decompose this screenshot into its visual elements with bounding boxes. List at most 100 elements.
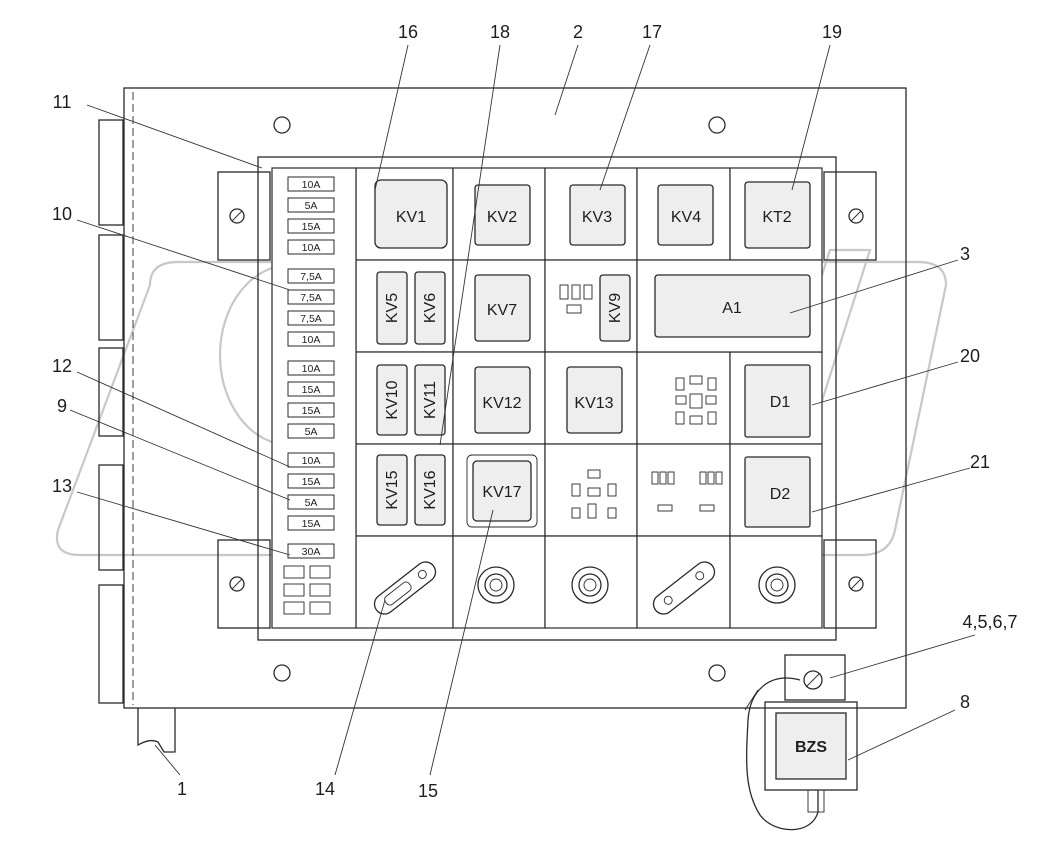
relay-kv17-label: KV17 — [482, 484, 521, 501]
diode-d1-label: D1 — [770, 394, 791, 411]
relay-kv10-label: KV10 — [384, 380, 401, 419]
fuse — [287, 543, 335, 559]
relay-kv4 — [657, 184, 714, 246]
callout-20: 20 — [960, 346, 980, 366]
fuse — [287, 310, 335, 326]
fuse-rating: 15A — [302, 405, 321, 417]
grid-cell — [636, 351, 731, 445]
fuse-rating: 30A — [302, 546, 321, 558]
fuse — [287, 473, 335, 489]
fuse-rating: 10A — [302, 179, 321, 191]
callout-16: 16 — [398, 22, 418, 42]
fuse-column: 10A5A15A10A7,5A7,5A7,5A10A10A15A15A5A10A… — [271, 167, 357, 629]
mounting-brackets — [217, 171, 877, 629]
relay-kv13-label: KV13 — [574, 395, 613, 412]
relay-kv11-label: KV11 — [422, 381, 439, 419]
fuse-rating: 15A — [302, 384, 321, 396]
callout-4567: 4,5,6,7 — [962, 612, 1017, 632]
callout-17: 17 — [642, 22, 662, 42]
callout-9: 9 — [57, 396, 67, 416]
callout-3: 3 — [960, 244, 970, 264]
grid-cell — [544, 535, 638, 629]
terminal-post-2 — [571, 566, 609, 604]
side-connectors — [98, 119, 124, 704]
relay-kv9-label: KV9 — [607, 293, 624, 323]
callout-12: 12 — [52, 356, 72, 376]
relay-kv1-label: KV1 — [396, 209, 426, 226]
relay-kv7-label: KV7 — [487, 302, 517, 319]
fuse-rating: 7,5A — [300, 292, 322, 304]
fuse-rating: 5A — [305, 200, 318, 212]
relay-kv17 — [472, 460, 532, 522]
fuse-rating: 5A — [305, 426, 318, 438]
relay-panel — [257, 156, 837, 641]
fuse-rating: 10A — [302, 334, 321, 346]
leader-lines — [69, 44, 976, 776]
callout-15: 15 — [418, 781, 438, 801]
relay-row-2: KV5 KV6 KV7 KV9 A1 — [376, 271, 811, 345]
relay-kv1 — [374, 179, 448, 249]
grid-cell — [636, 443, 731, 537]
relay-socket-empty-3 — [571, 469, 617, 519]
callout-11: 11 — [53, 92, 72, 112]
relay-kv15-label: KV15 — [384, 470, 401, 509]
callout-2: 2 — [573, 22, 583, 42]
callout-13: 13 — [52, 476, 72, 496]
relay-kv10 — [376, 364, 408, 436]
relay-kv7 — [474, 274, 531, 342]
callout-21: 21 — [970, 452, 990, 472]
relay-kt2-label: KT2 — [762, 209, 791, 226]
fuse — [287, 331, 335, 347]
diode-d2-label: D2 — [770, 486, 791, 503]
fuse — [287, 218, 335, 234]
relay-kv5 — [376, 271, 408, 345]
diode-d2 — [744, 456, 811, 528]
relay-row-4: KV15 KV16 KV17 D2 — [376, 454, 811, 528]
callout-18: 18 — [490, 22, 510, 42]
callout-8: 8 — [960, 692, 970, 712]
bottom-row — [373, 561, 796, 615]
relay-kv11 — [414, 364, 446, 436]
relay-kv15 — [376, 454, 408, 526]
housing-plate — [123, 87, 907, 709]
fuse — [287, 197, 335, 213]
relay-kv13 — [566, 366, 623, 434]
relay-kv3-label: KV3 — [582, 209, 612, 226]
grid-cell — [544, 443, 638, 537]
relay-socket-empty-2 — [675, 375, 717, 425]
terminal-post-3 — [758, 566, 796, 604]
relay-kv12 — [474, 366, 531, 434]
relay-socket-empty-4 — [651, 471, 723, 512]
callout-19: 19 — [822, 22, 842, 42]
relay-kv16 — [414, 454, 446, 526]
relay-kv2 — [474, 184, 531, 246]
diode-d1 — [744, 364, 811, 438]
grid-cell — [636, 535, 731, 629]
relay-kv4-label: KV4 — [671, 209, 701, 226]
callout-numbers: 16 18 2 17 19 11 10 3 20 12 9 21 13 4,5,… — [52, 22, 1018, 801]
relay-kv17-frame — [466, 454, 538, 528]
relay-kv2-label: KV2 — [487, 209, 517, 226]
fuse-rating: 15A — [302, 221, 321, 233]
fuse — [287, 360, 335, 376]
relay-kv9 — [599, 274, 631, 342]
fuse — [287, 515, 335, 531]
fuse-rating: 10A — [302, 455, 321, 467]
fuse-rating: 5A — [305, 497, 318, 509]
relay-kv3 — [569, 184, 626, 246]
bzs-switch-assembly: BZS — [744, 654, 858, 831]
fuse-strip-left — [373, 561, 437, 615]
mounting-holes — [273, 116, 726, 682]
fuse — [287, 452, 335, 468]
fuse — [287, 494, 335, 510]
relay-kv16-label: KV16 — [422, 470, 439, 509]
fuse-rating: 15A — [302, 518, 321, 530]
cable — [137, 708, 176, 753]
relay-row-1: KV1 KV2 KV3 KV4 KT2 — [374, 179, 811, 249]
fuse-rating: 15A — [302, 476, 321, 488]
fuse-rating: 7,5A — [300, 271, 322, 283]
relay-kv12-label: KV12 — [482, 395, 521, 412]
fuse-rating: 10A — [302, 363, 321, 375]
relay-kv6 — [414, 271, 446, 345]
